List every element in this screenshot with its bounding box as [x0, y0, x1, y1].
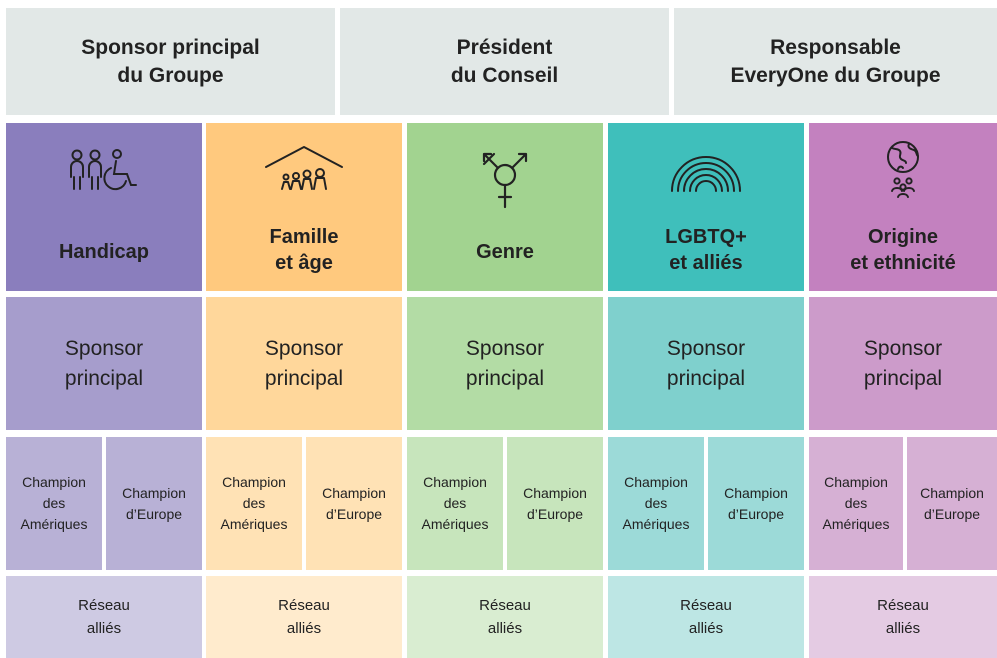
group-title: Famille et âge	[269, 226, 339, 274]
lgbtq-reseau: Réseau alliés	[608, 576, 804, 658]
famille-champion-americas: Champion des Amériques	[206, 437, 302, 570]
genre-header: Genre	[407, 123, 603, 291]
handicap-champion-europe: Champion d’Europe	[106, 437, 202, 570]
gender-symbol-icon	[407, 145, 603, 211]
reseau-label: Réseau alliés	[479, 597, 531, 637]
top-label: Sponsor principal du Groupe	[81, 35, 260, 87]
famille-header: Famille et âge	[206, 123, 402, 291]
genre-reseau: Réseau alliés	[407, 576, 603, 658]
champion-label: Champion d’Europe	[122, 484, 186, 522]
champion-label: Champion d’Europe	[920, 484, 984, 522]
lgbtq-header: LGBTQ+ et alliés	[608, 123, 804, 291]
champion-label: Champion des Amériques	[421, 474, 489, 532]
origine-reseau: Réseau alliés	[809, 576, 997, 658]
reseau-label: Réseau alliés	[278, 597, 330, 637]
everyone-lead-box: Responsable EveryOne du Groupe	[674, 8, 997, 115]
top-label: Responsable EveryOne du Groupe	[730, 35, 941, 87]
globe-people-icon	[809, 139, 997, 201]
group-title: Origine et ethnicité	[850, 226, 956, 274]
reseau-label: Réseau alliés	[877, 597, 929, 637]
family-house-icon	[206, 145, 402, 193]
lgbtq-sponsor: Sponsor principal	[608, 297, 804, 430]
handicap-header: Handicap	[6, 123, 202, 291]
people-wheelchair-icon	[6, 149, 202, 193]
handicap-champion-americas: Champion des Amériques	[6, 437, 102, 570]
champion-label: Champion des Amériques	[20, 474, 88, 532]
handicap-sponsor: Sponsor principal	[6, 297, 202, 430]
sponsor-label: Sponsor principal	[64, 336, 144, 390]
group-title: Genre	[476, 241, 534, 263]
genre-sponsor: Sponsor principal	[407, 297, 603, 430]
sponsor-label: Sponsor principal	[666, 336, 746, 390]
famille-sponsor: Sponsor principal	[206, 297, 402, 430]
sponsor-label: Sponsor principal	[863, 336, 943, 390]
group-title: LGBTQ+ et alliés	[665, 226, 747, 274]
handicap-reseau: Réseau alliés	[6, 576, 202, 658]
genre-champion-americas: Champion des Amériques	[407, 437, 503, 570]
board-president-box: Président du Conseil	[340, 8, 669, 115]
genre-champion-europe: Champion d’Europe	[507, 437, 603, 570]
top-label: Président du Conseil	[450, 35, 559, 87]
rainbow-icon	[608, 151, 804, 193]
sponsor-label: Sponsor principal	[465, 336, 545, 390]
champion-label: Champion des Amériques	[622, 474, 690, 532]
lgbtq-champion-americas: Champion des Amériques	[608, 437, 704, 570]
champion-label: Champion d’Europe	[523, 484, 587, 522]
origine-sponsor: Sponsor principal	[809, 297, 997, 430]
origine-champion-americas: Champion des Amériques	[809, 437, 903, 570]
origine-header: Origine et ethnicité	[809, 123, 997, 291]
champion-label: Champion d’Europe	[322, 484, 386, 522]
group-sponsor-box: Sponsor principal du Groupe	[6, 8, 335, 115]
champion-label: Champion des Amériques	[220, 474, 288, 532]
sponsor-label: Sponsor principal	[264, 336, 344, 390]
group-title: Handicap	[58, 241, 150, 263]
origine-champion-europe: Champion d’Europe	[907, 437, 997, 570]
champion-label: Champion des Amériques	[822, 474, 890, 532]
lgbtq-champion-europe: Champion d’Europe	[708, 437, 804, 570]
famille-reseau: Réseau alliés	[206, 576, 402, 658]
reseau-label: Réseau alliés	[680, 597, 732, 637]
famille-champion-europe: Champion d’Europe	[306, 437, 402, 570]
champion-label: Champion d’Europe	[724, 484, 788, 522]
reseau-label: Réseau alliés	[78, 597, 130, 637]
